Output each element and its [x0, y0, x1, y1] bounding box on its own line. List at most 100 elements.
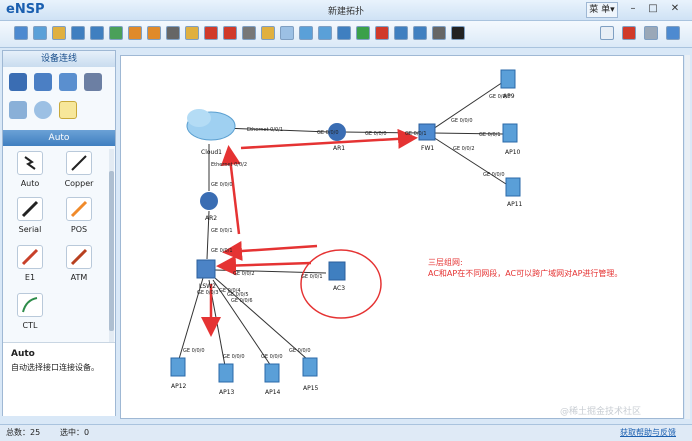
- panel-scrollbar-thumb[interactable]: [109, 171, 114, 331]
- ac3-node[interactable]: AC3: [328, 261, 346, 292]
- ap14-label: AP14: [265, 389, 281, 396]
- cloud1-label: Cloud1: [201, 149, 222, 156]
- canvas-scrollbar[interactable]: [685, 55, 690, 419]
- save-icon[interactable]: [71, 26, 85, 40]
- ap12-node[interactable]: AP12: [170, 357, 187, 390]
- cable-auto[interactable]: [17, 151, 43, 175]
- cable-label-serial: Serial: [18, 225, 42, 234]
- delete-icon[interactable]: [204, 26, 218, 40]
- link-ar2-lsw[interactable]: [206, 210, 210, 260]
- print-icon[interactable]: [109, 26, 123, 40]
- redo-icon[interactable]: [147, 26, 161, 40]
- pos-cable-icon: [70, 200, 88, 218]
- port-label: GE 0/0/6: [231, 298, 253, 304]
- select-icon[interactable]: [166, 26, 180, 40]
- ap10-label: AP10: [505, 149, 521, 156]
- app-logo: eNSP: [6, 2, 45, 17]
- wlan-category-icon[interactable]: [59, 73, 77, 91]
- new-topo-icon[interactable]: [14, 26, 28, 40]
- settings-icon[interactable]: [451, 26, 465, 40]
- cable-serial[interactable]: [17, 197, 43, 221]
- ap9-node[interactable]: AP9: [500, 69, 516, 100]
- link-lsw-ap14[interactable]: [212, 279, 272, 367]
- delete-link-icon[interactable]: [223, 26, 237, 40]
- ar2-node[interactable]: AR2: [200, 192, 218, 222]
- help-feedback-link[interactable]: 获取帮助与反馈: [620, 428, 676, 437]
- huawei-icon[interactable]: [622, 26, 636, 40]
- cable-pos[interactable]: [66, 197, 92, 221]
- console-icon[interactable]: [432, 26, 446, 40]
- cable-copper[interactable]: [66, 151, 92, 175]
- ap15-node[interactable]: AP15: [302, 357, 319, 392]
- link-fw1-ap9[interactable]: [432, 81, 504, 130]
- gear-icon[interactable]: [644, 26, 658, 40]
- port-label: Ethernet 0/0/1: [247, 127, 283, 133]
- ap12-label: AP12: [171, 383, 187, 390]
- message-icon[interactable]: [600, 26, 614, 40]
- topo-icon[interactable]: [413, 26, 427, 40]
- lsw2-node[interactable]: LSW2: [196, 259, 216, 290]
- ap14-node[interactable]: AP14: [264, 363, 281, 396]
- ap13-label: AP13: [219, 389, 235, 396]
- cloud1-node[interactable]: Cloud1: [186, 109, 236, 156]
- stop-icon[interactable]: [375, 26, 389, 40]
- switch-icon: [196, 259, 216, 279]
- arrows: [201, 128, 418, 337]
- undo-icon[interactable]: [128, 26, 142, 40]
- atm-cable-icon: [70, 248, 88, 266]
- lsw2-label: LSW2: [199, 283, 216, 290]
- close-button[interactable]: ✕: [670, 3, 680, 14]
- link-cloud-ar1[interactable]: [222, 127, 330, 133]
- arrow-to-cloud: [220, 145, 241, 235]
- fw1-node[interactable]: FW1: [418, 123, 436, 152]
- fit-icon[interactable]: [318, 26, 332, 40]
- new-page-icon[interactable]: [33, 26, 47, 40]
- cable-atm[interactable]: [66, 245, 92, 269]
- cable-label-pos: POS: [70, 225, 88, 234]
- maximize-button[interactable]: □: [648, 3, 658, 14]
- ap-icon: [170, 357, 186, 377]
- cable-e1[interactable]: [17, 245, 43, 269]
- ap9-label: AP9: [503, 93, 515, 100]
- switch-category-icon[interactable]: [34, 73, 52, 91]
- capture-icon[interactable]: [394, 26, 408, 40]
- topology-canvas[interactable]: Cloud1 AR1 FW1 AP9 AP10 AP11 AR2 LSW2: [120, 55, 684, 419]
- cloud-category-icon[interactable]: [34, 101, 52, 119]
- topology-svg[interactable]: Cloud1 AR1 FW1 AP9 AP10 AP11 AR2 LSW2: [121, 56, 684, 419]
- link-fw1-ap10[interactable]: [432, 132, 504, 135]
- port-label: GE 0/0/0: [261, 354, 283, 360]
- router-category-icon[interactable]: [9, 73, 27, 91]
- ctl-cable-icon: [22, 297, 38, 313]
- cable-ctl[interactable]: [17, 293, 43, 317]
- start-icon[interactable]: [356, 26, 370, 40]
- firewall-category-icon[interactable]: [84, 73, 102, 91]
- link-fw1-ap11[interactable]: [432, 136, 507, 185]
- menu-button[interactable]: 菜 单▾: [586, 2, 618, 18]
- ap15-label: AP15: [303, 385, 319, 392]
- zoom-icon[interactable]: [299, 26, 313, 40]
- note-line-1: 三层组网:: [428, 258, 463, 267]
- save-as-icon[interactable]: [90, 26, 104, 40]
- pc-category-icon[interactable]: [9, 101, 27, 119]
- ap13-node[interactable]: AP13: [218, 363, 235, 396]
- ellipse-icon[interactable]: [280, 26, 294, 40]
- ar1-node[interactable]: AR1: [328, 123, 346, 152]
- ac3-label: AC3: [333, 285, 345, 292]
- palette-icon[interactable]: [337, 26, 351, 40]
- watermark: @稀土掘金技术社区: [560, 407, 642, 417]
- cable-category-icon[interactable]: [59, 101, 77, 119]
- link-lsw-ap15[interactable]: [214, 277, 308, 360]
- text-icon[interactable]: [242, 26, 256, 40]
- ap10-node[interactable]: AP10: [502, 123, 521, 156]
- hand-icon[interactable]: [185, 26, 199, 40]
- ap11-node[interactable]: AP11: [505, 177, 523, 208]
- link-lsw-ac3[interactable]: [214, 269, 327, 274]
- router-icon: [200, 192, 218, 210]
- port-label: GE 0/0/1: [479, 132, 501, 138]
- port-label: GE 0/0/1: [211, 228, 233, 234]
- open-icon[interactable]: [52, 26, 66, 40]
- help-icon[interactable]: [666, 26, 680, 40]
- minimize-button[interactable]: –: [630, 3, 636, 14]
- link-lsw-ap12[interactable]: [178, 277, 204, 360]
- rectangle-icon[interactable]: [261, 26, 275, 40]
